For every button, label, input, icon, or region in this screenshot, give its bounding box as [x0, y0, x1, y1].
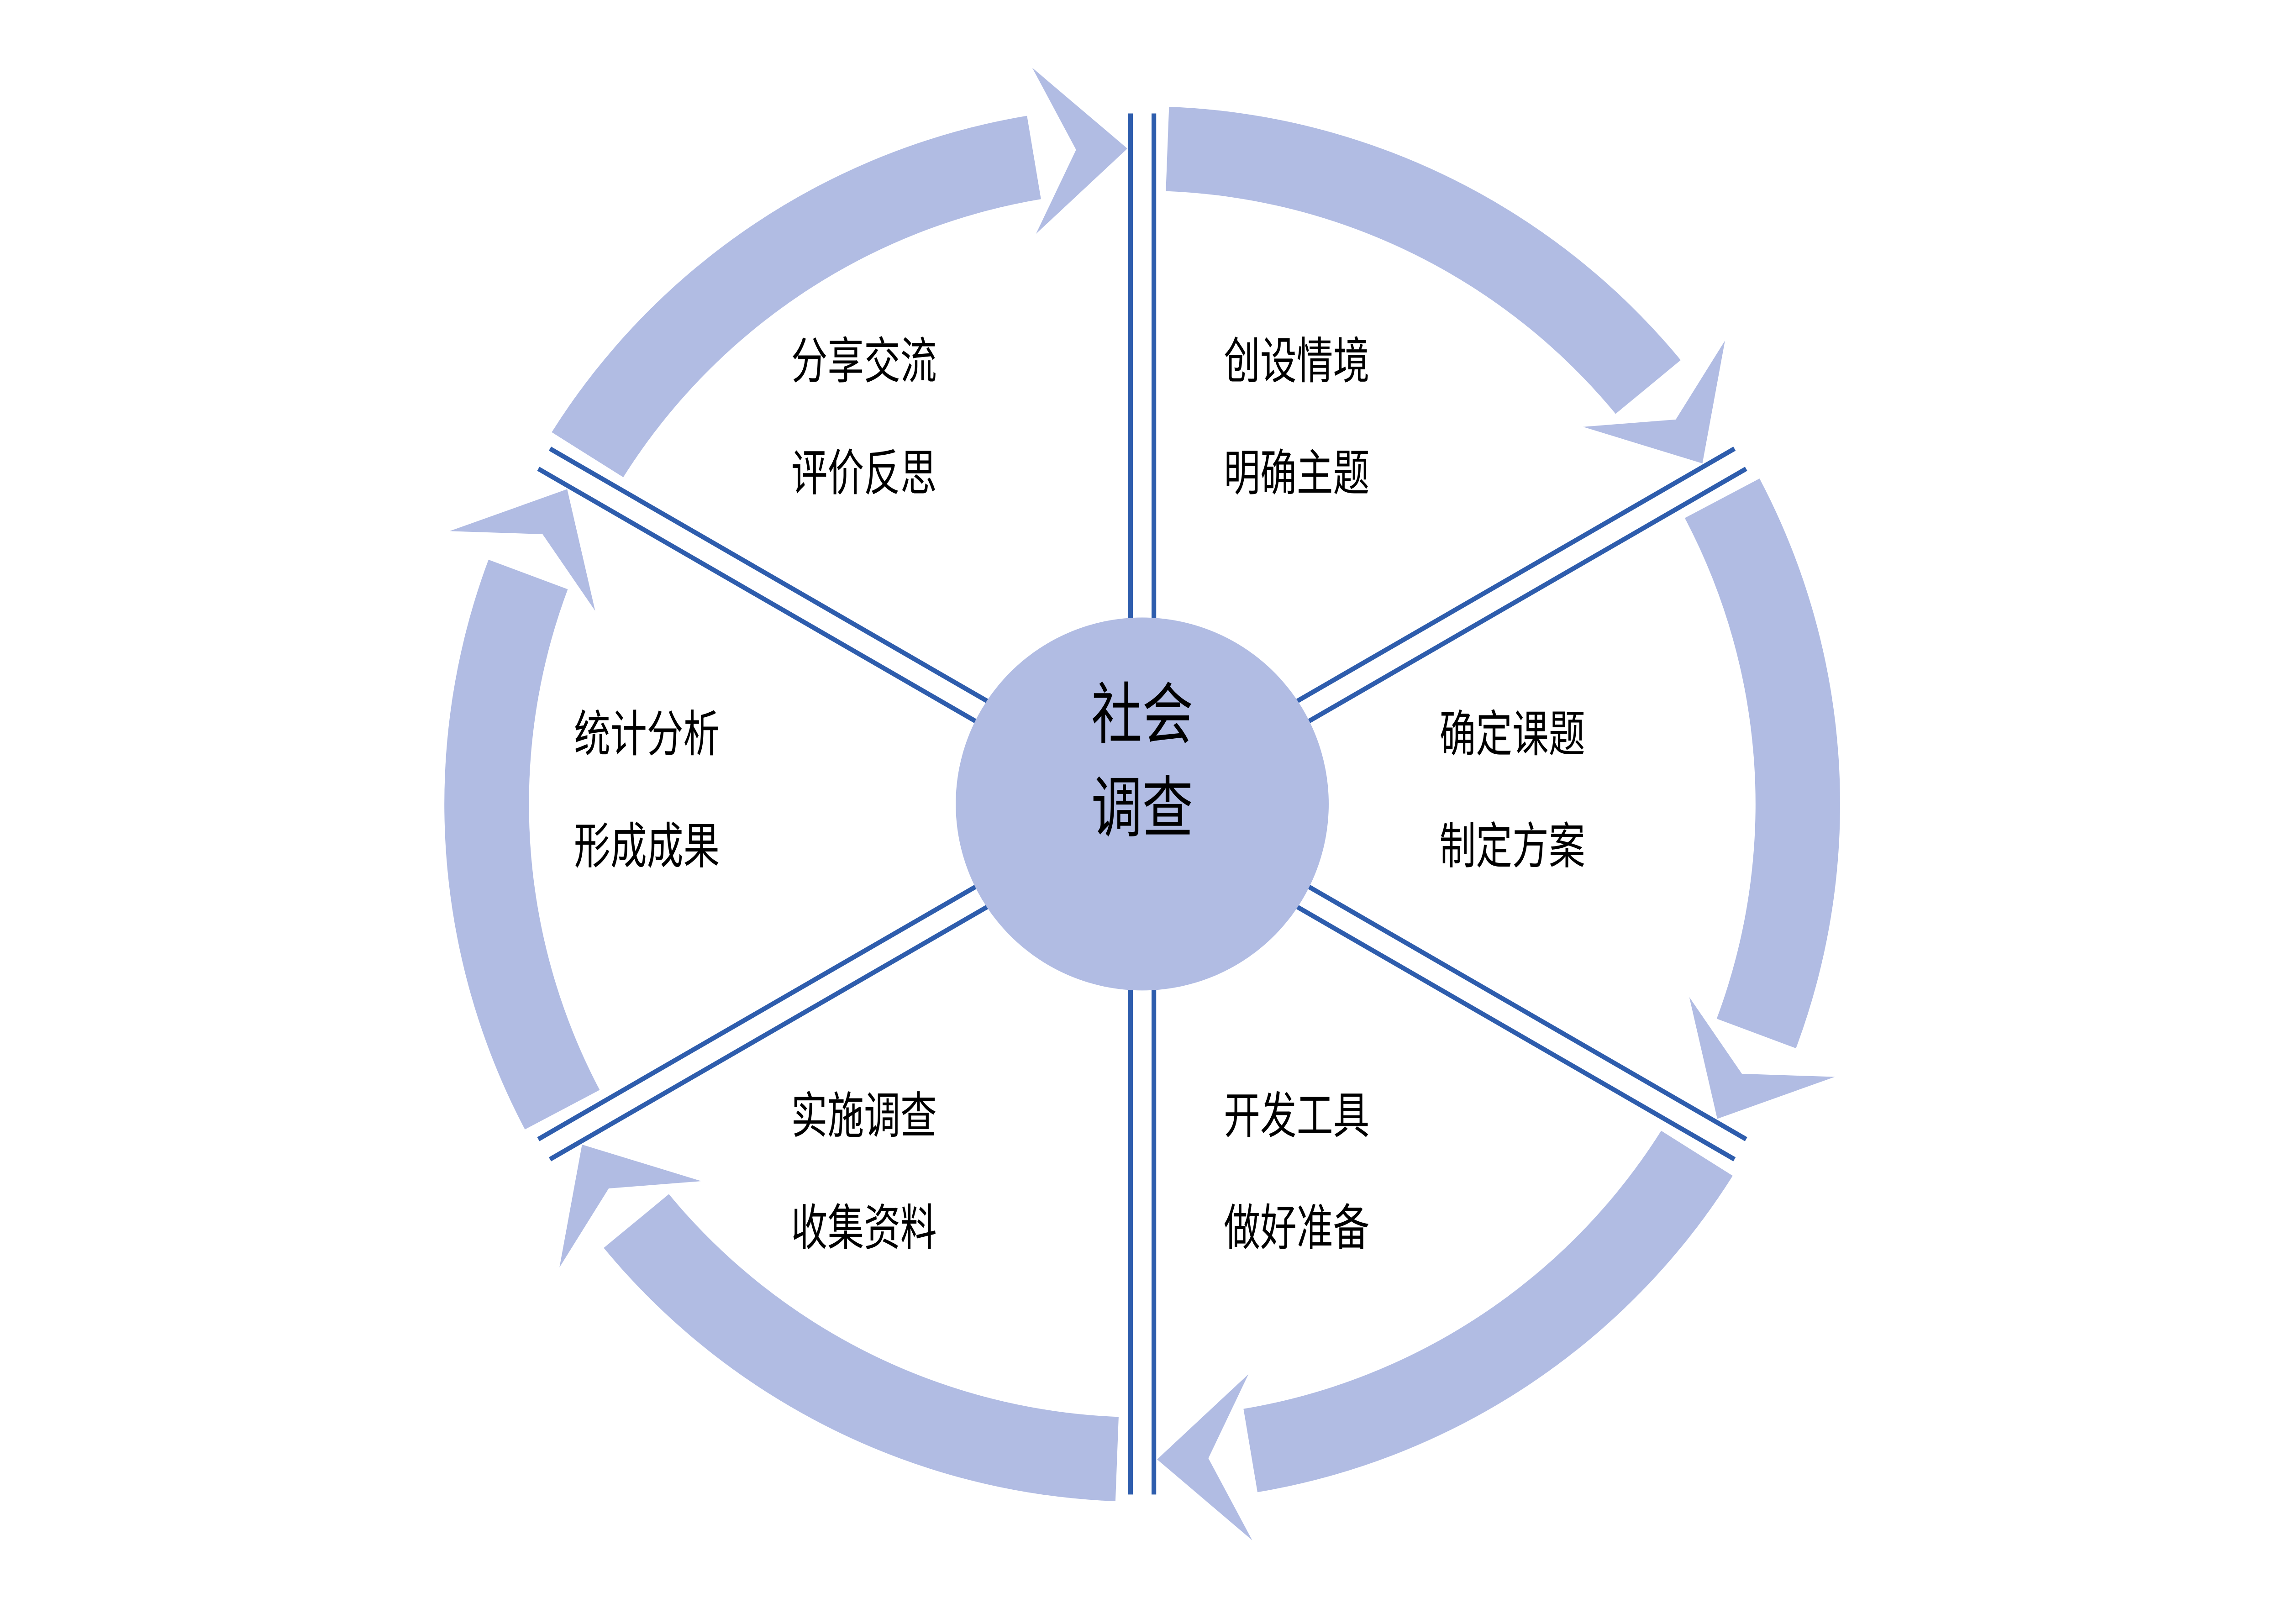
center-circle [956, 617, 1329, 991]
arrowhead-icon [559, 1144, 702, 1267]
arc-create-context [1166, 106, 1681, 414]
arc-develop-tools [1243, 1130, 1733, 1493]
arc-share-reflect [552, 116, 1041, 478]
label-develop-tools-line2: 做好准备 [1224, 1200, 1369, 1256]
arc-analyze-results [444, 559, 600, 1130]
divider-line [537, 467, 989, 731]
divider-line [1284, 898, 1736, 1162]
segment-share-reflect [537, 68, 1128, 731]
arrowhead-icon [1583, 340, 1725, 463]
arrowhead-icon [449, 489, 595, 611]
arc-define-topic [1684, 478, 1841, 1049]
segment-implement-survey [559, 976, 1157, 1502]
divider-line [1295, 467, 1747, 731]
label-create-context-line2: 明确主题 [1224, 446, 1369, 501]
label-share-reflect-line2: 评价反思 [791, 446, 937, 501]
segment-create-context [1128, 106, 1725, 632]
arc-implement-survey [604, 1194, 1119, 1502]
label-analyze-results-line2: 形成成果 [574, 819, 720, 874]
segment-analyze-results [444, 489, 1000, 1162]
segment-define-topic [1284, 447, 1841, 1119]
label-analyze-results-line1: 统计分析 [574, 706, 720, 762]
arrowhead-icon [1689, 997, 1835, 1119]
center-label-line1: 社会 [1091, 678, 1193, 752]
label-define-topic-line2: 制定方案 [1440, 819, 1585, 874]
divider-line [548, 898, 1000, 1162]
arrowhead-icon [1032, 68, 1128, 234]
divider-line [1295, 878, 1747, 1141]
label-implement-survey-line1: 实施调查 [791, 1088, 937, 1143]
arrowhead-icon [1157, 1374, 1252, 1540]
label-create-context-line1: 创设情境 [1224, 333, 1369, 389]
label-develop-tools-line1: 开发工具 [1224, 1088, 1369, 1143]
center-label-line2: 调查 [1091, 771, 1193, 846]
segment-develop-tools [1157, 878, 1747, 1540]
label-share-reflect-line1: 分享交流 [791, 333, 937, 389]
divider-line [548, 447, 1000, 710]
label-implement-survey-line2: 收集资料 [791, 1200, 937, 1256]
divider-line [537, 878, 989, 1141]
label-define-topic-line1: 确定课题 [1440, 706, 1585, 762]
divider-line [1284, 447, 1736, 710]
